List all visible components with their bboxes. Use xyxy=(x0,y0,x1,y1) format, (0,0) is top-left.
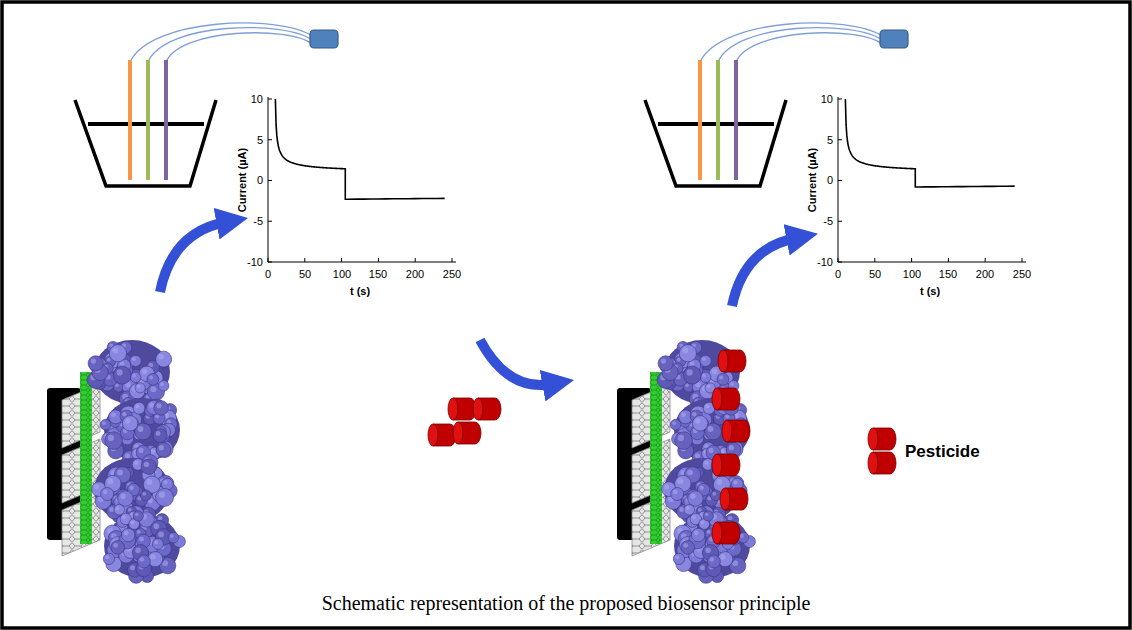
tick-label: 250 xyxy=(1013,268,1031,280)
free-pesticide xyxy=(428,398,501,446)
bound-pesticide xyxy=(712,350,750,544)
axis-title: Current (µA) xyxy=(806,148,818,212)
enzyme-electrode xyxy=(47,340,185,583)
tick-label: 100 xyxy=(333,268,351,280)
axis-title: t (s) xyxy=(920,285,940,297)
tick-label: 5 xyxy=(827,134,833,146)
potentiostat-box xyxy=(310,30,338,48)
tick-label: -5 xyxy=(253,215,263,227)
tick-label: 10 xyxy=(821,93,833,105)
axis-title: t (s) xyxy=(350,285,370,297)
tick-label: 200 xyxy=(976,268,994,280)
tick-label: 0 xyxy=(265,268,271,280)
tick-label: 200 xyxy=(406,268,424,280)
current-time-plot xyxy=(838,97,1026,262)
legend-sample xyxy=(868,428,896,474)
tick-label: 50 xyxy=(299,268,311,280)
working-electrode xyxy=(128,60,132,180)
tick-label: 0 xyxy=(835,268,841,280)
tick-label: 150 xyxy=(369,268,387,280)
tick-label: 250 xyxy=(443,268,461,280)
enzyme-electrode xyxy=(617,340,755,583)
enzyme-layer xyxy=(87,340,185,583)
tick-label: -10 xyxy=(247,256,263,268)
current-time-plot xyxy=(268,97,456,262)
counter-electrode xyxy=(164,60,168,180)
tick-label: 0 xyxy=(827,174,833,186)
electrochemical-cell xyxy=(645,23,908,186)
legend-label: Pesticide xyxy=(905,443,980,462)
process-arrow xyxy=(160,222,796,385)
tick-label: 10 xyxy=(251,93,263,105)
tick-label: -5 xyxy=(823,215,833,227)
reference-electrode xyxy=(146,60,150,180)
tick-label: 50 xyxy=(869,268,881,280)
axis-title: Current (µA) xyxy=(236,148,248,212)
figure-caption: Schematic representation of the proposed… xyxy=(322,592,811,614)
tick-label: 100 xyxy=(903,268,921,280)
tick-label: 0 xyxy=(257,174,263,186)
tick-label: 150 xyxy=(939,268,957,280)
chronoamperogram xyxy=(268,97,1026,262)
electrochemical-cell xyxy=(75,23,338,186)
tick-label: -10 xyxy=(817,256,833,268)
tick-label: 5 xyxy=(257,134,263,146)
